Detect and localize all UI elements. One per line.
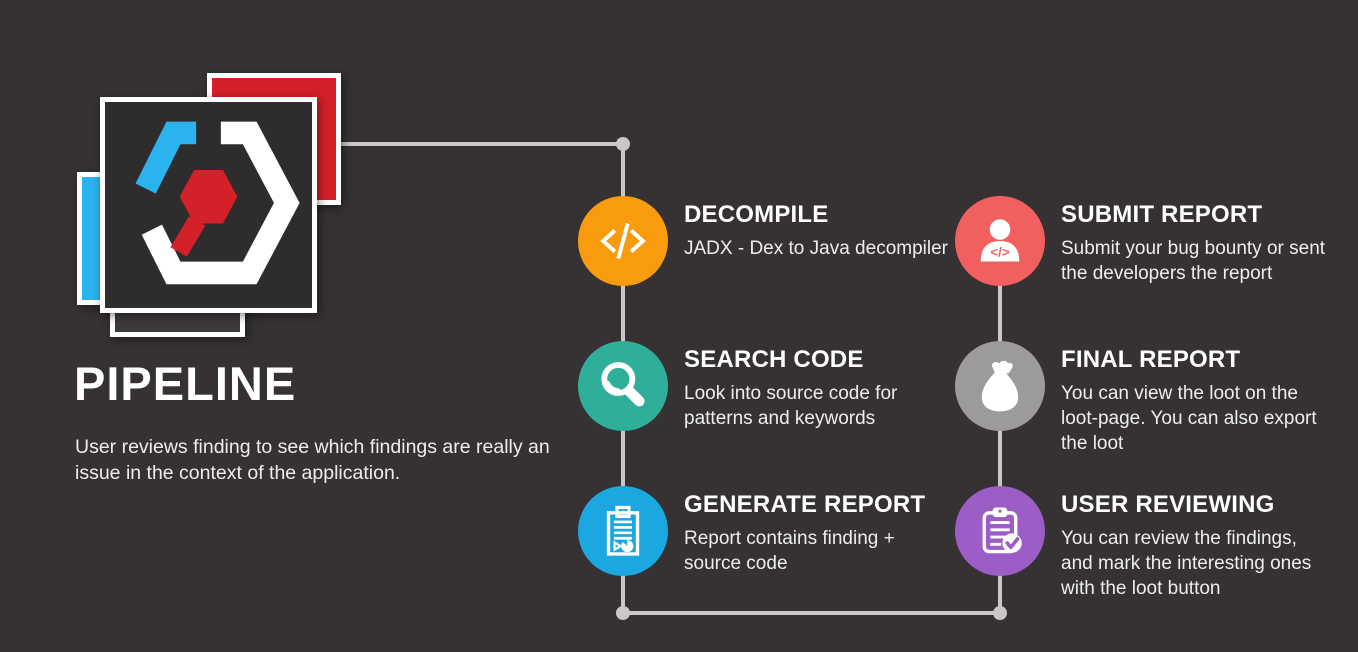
connector-joint-dot bbox=[993, 606, 1007, 620]
page-description: User reviews finding to see which findin… bbox=[75, 436, 550, 484]
step-user-reviewing: USER REVIEWING You can review the findin… bbox=[955, 486, 1311, 601]
svg-text:</>: </> bbox=[990, 245, 1009, 260]
code-icon bbox=[600, 222, 646, 260]
search-icon bbox=[601, 362, 645, 407]
step-generate-report: GENERATE REPORT Report contains finding … bbox=[578, 486, 925, 576]
step-title: USER REVIEWING bbox=[1061, 491, 1275, 518]
step-description: Look into source code for patterns and k… bbox=[684, 383, 898, 429]
step-description: You can review the findings, and mark th… bbox=[1061, 528, 1312, 599]
step-description: Report contains finding + source code bbox=[684, 528, 895, 574]
logo-main-square bbox=[100, 97, 317, 313]
step-description: You can view the loot on the loot-page. … bbox=[1061, 383, 1317, 454]
step-circle-generate-report bbox=[578, 486, 668, 576]
step-title: SUBMIT REPORT bbox=[1061, 201, 1263, 228]
page-title: PIPELINE bbox=[74, 357, 297, 410]
step-final-report: FINAL REPORT You can view the loot on th… bbox=[955, 341, 1317, 456]
connector-joint-dot bbox=[616, 606, 630, 620]
step-circle-final-report bbox=[955, 341, 1045, 431]
step-description: JADX - Dex to Java decompiler bbox=[684, 238, 948, 259]
step-title: GENERATE REPORT bbox=[684, 491, 926, 518]
clipboard-check-icon bbox=[982, 507, 1022, 554]
connector-bottom-horizontal bbox=[621, 611, 1004, 615]
step-submit-report: </> SUBMIT REPORT Submit your bug bounty… bbox=[955, 196, 1325, 286]
step-circle-decompile bbox=[578, 196, 668, 286]
step-title: DECOMPILE bbox=[684, 201, 829, 228]
developer-person-icon: </> bbox=[980, 219, 1020, 262]
step-title: SEARCH CODE bbox=[684, 346, 864, 373]
loot-bag-icon bbox=[981, 360, 1019, 412]
step-decompile: DECOMPILE JADX - Dex to Java decompiler bbox=[578, 196, 948, 286]
connector-joint-dot bbox=[616, 137, 630, 151]
step-search-code: SEARCH CODE Look into source code for pa… bbox=[578, 341, 897, 431]
step-circle-submit-report: </> bbox=[955, 196, 1045, 286]
report-clipboard-icon bbox=[606, 505, 640, 556]
hexagon-code-logo-icon bbox=[135, 121, 300, 285]
step-circle-user-reviewing bbox=[955, 486, 1045, 576]
step-circle-search bbox=[578, 341, 668, 431]
step-title: FINAL REPORT bbox=[1061, 346, 1241, 373]
step-description: Submit your bug bounty or sent the devel… bbox=[1061, 238, 1326, 284]
connector-top-horizontal bbox=[339, 142, 623, 146]
